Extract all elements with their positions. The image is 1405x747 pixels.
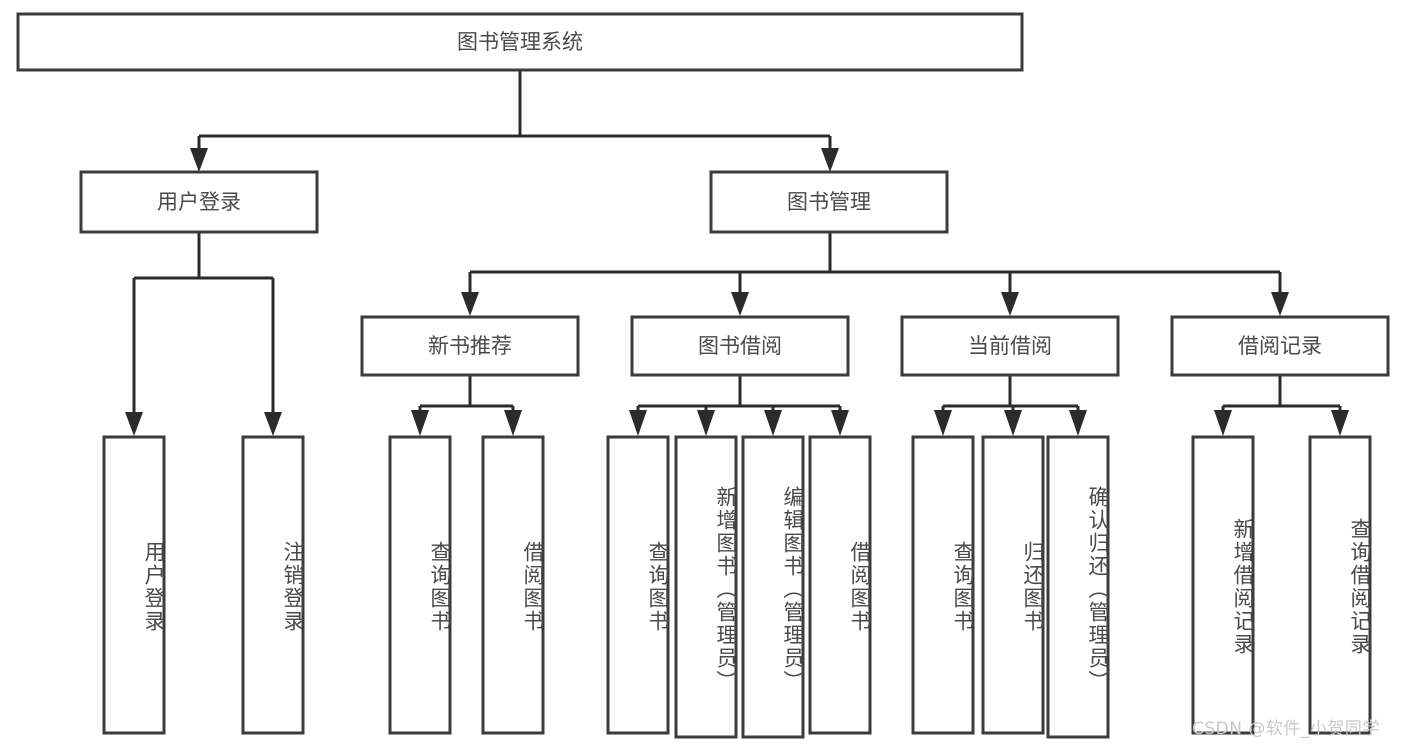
leaf-add-book-admin-box[interactable] [674, 435, 738, 739]
watermark-text: CSDN @软件_小贺同学 [1192, 719, 1380, 739]
leaf-confirm-return-box[interactable] [1046, 435, 1110, 739]
arrow-head-leaf-add-borrow-record [1214, 410, 1232, 436]
leaf-add-borrow-record-box[interactable] [1191, 435, 1255, 735]
arrow-head-book-borrow [731, 292, 749, 316]
leaf-return-book-box[interactable] [981, 435, 1045, 735]
leaf-query-book-rec-box[interactable] [388, 435, 452, 735]
arrow-head-leaf-edit-book-admin [764, 410, 782, 436]
node-current-borrowing-box[interactable] [900, 315, 1120, 377]
node-book-management-label: 图书管理 [787, 190, 871, 214]
node-book-borrowing[interactable]: 图书借阅 [630, 315, 850, 377]
leaf-node-13[interactable] [1308, 435, 1372, 735]
node-new-book-recommendation[interactable]: 新书推荐 [360, 315, 580, 377]
arrow-head-leaf-logout [264, 412, 282, 436]
leaf-query-borrow-record-box[interactable] [1308, 435, 1372, 735]
arrow-head-leaf-return-book [1004, 410, 1022, 436]
leaf-node-9[interactable] [911, 435, 975, 735]
node-book-management[interactable]: 图书管理 [709, 170, 949, 234]
node-root[interactable]: 图书管理系统 [16, 12, 1024, 72]
leaf-node-4[interactable] [481, 435, 545, 735]
leaf-node-8[interactable] [808, 435, 872, 735]
leaf-node-2[interactable] [241, 435, 305, 735]
leaf-query-book-current-box[interactable] [911, 435, 975, 735]
arrow-head-current-borrow [1001, 292, 1019, 316]
node-new-book-recommendation-box[interactable] [360, 315, 580, 377]
node-user-login-box[interactable] [79, 170, 319, 234]
leaf-borrow-book-box[interactable] [808, 435, 872, 735]
node-book-borrowing-box[interactable] [630, 315, 850, 377]
leaf-logout-box[interactable] [241, 435, 305, 735]
leaf-edit-book-admin-box[interactable] [741, 435, 805, 739]
leaf-borrow-book-rec-box[interactable] [481, 435, 545, 735]
node-borrowing-record-label: 借阅记录 [1238, 334, 1322, 358]
leaf-node-12[interactable] [1191, 435, 1255, 735]
leaf-user-login-box[interactable] [102, 435, 166, 735]
node-new-book-recommendation-label: 新书推荐 [428, 334, 512, 358]
arrow-head-leaf-add-book-admin [697, 410, 715, 436]
leaf-node-11[interactable] [1046, 435, 1110, 739]
node-root-label: 图书管理系统 [457, 30, 583, 54]
node-borrowing-record[interactable]: 借阅记录 [1170, 315, 1390, 377]
leaf-box-layer [102, 435, 1372, 739]
node-user-login[interactable]: 用户登录 [79, 170, 319, 234]
arrow-head-leaf-confirm-return [1069, 410, 1087, 436]
leaf-node-5[interactable] [606, 435, 670, 735]
node-borrowing-record-box[interactable] [1170, 315, 1390, 377]
arrow-head-leaf-borrow-book [831, 410, 849, 436]
node-current-borrowing[interactable]: 当前借阅 [900, 315, 1120, 377]
arrow-head-book-mgmt [821, 148, 839, 172]
leaf-node-6[interactable] [674, 435, 738, 739]
leaf-node-1[interactable] [102, 435, 166, 735]
node-book-borrowing-label: 图书借阅 [698, 334, 782, 358]
arrow-head-leaf-query-book-rec [411, 410, 429, 436]
node-book-management-box[interactable] [709, 170, 949, 234]
leaf-node-7[interactable] [741, 435, 805, 739]
arrow-head-leaf-borrow-book-rec [504, 410, 522, 436]
arrow-head-new-book-rec [461, 292, 479, 316]
leaf-node-10[interactable] [981, 435, 1045, 735]
node-current-borrowing-label: 当前借阅 [968, 334, 1052, 358]
leaf-node-3[interactable] [388, 435, 452, 735]
arrow-head-borrow-record [1271, 292, 1289, 316]
arrow-head-leaf-query-book-borrow [629, 410, 647, 436]
node-layer: 图书管理系统 用户登录 图书管理 新书推荐 图书借阅 当前借阅 [16, 12, 1390, 377]
node-user-login-label: 用户登录 [157, 190, 241, 214]
connector-layer [125, 70, 1349, 436]
arrow-head-leaf-query-borrow-record [1331, 410, 1349, 436]
leaf-query-book-borrow-box[interactable] [606, 435, 670, 735]
node-root-box[interactable] [16, 12, 1024, 72]
arrow-head-leaf-user-login [125, 412, 143, 436]
arrow-head-leaf-query-book-current [934, 410, 952, 436]
arrow-head-user-login [190, 148, 208, 172]
